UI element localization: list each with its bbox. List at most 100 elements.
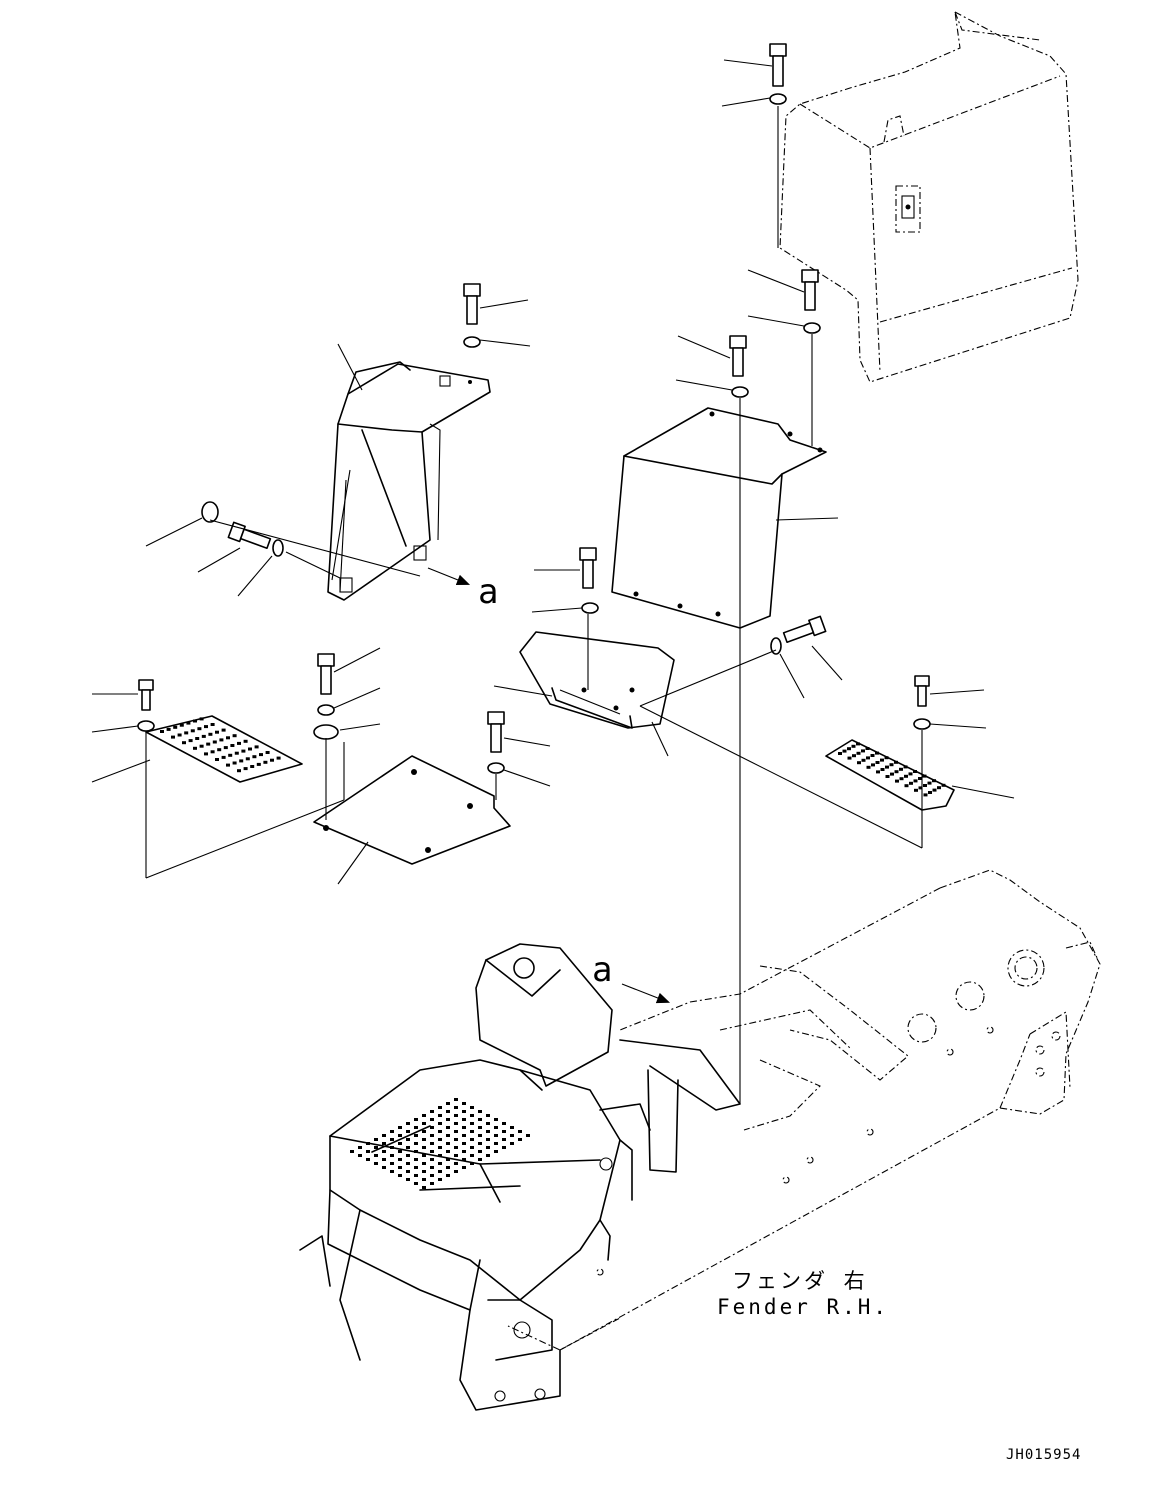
perforation-hole <box>223 746 228 750</box>
perforation-hole <box>438 1178 442 1181</box>
perforation-hole <box>226 763 230 767</box>
leader-lines <box>91 59 1015 885</box>
perforation-hole <box>263 760 268 764</box>
perforation-hole <box>856 751 861 755</box>
bracket-plate <box>519 631 675 729</box>
perforation-hole <box>851 744 856 748</box>
perforation-hole <box>852 754 856 758</box>
perforation-hole <box>918 786 923 790</box>
perforation-hole <box>438 1154 442 1157</box>
perforation-hole <box>894 760 898 764</box>
perforation-hole <box>866 765 871 769</box>
perforation-hole <box>430 1174 434 1177</box>
perforation-hole <box>193 719 197 723</box>
perforation-hole <box>245 757 250 761</box>
perforation-hole <box>885 775 890 778</box>
perforation-hole <box>166 727 171 731</box>
perforation-hole <box>486 1138 490 1141</box>
perforation-hole <box>870 754 875 757</box>
perforation-hole <box>941 783 946 787</box>
perforation-hole <box>462 1142 466 1145</box>
bolt <box>227 521 272 550</box>
perforation-hole <box>502 1138 506 1141</box>
perforation-hole <box>914 788 918 792</box>
perforation-hole <box>903 765 908 769</box>
perforation-hole <box>406 1122 410 1125</box>
perforation-hole <box>438 1170 442 1173</box>
perforation-hole <box>478 1110 482 1113</box>
perforation-hole <box>861 749 865 753</box>
perforation-hole <box>470 1130 474 1133</box>
perforation-hole <box>210 750 215 754</box>
perforation-hole <box>494 1126 498 1129</box>
perforation-hole <box>422 1178 426 1181</box>
perforation-hole <box>382 1166 386 1169</box>
perforation-hole <box>210 723 215 726</box>
perforation-hole <box>406 1154 410 1157</box>
perforation-hole <box>398 1150 402 1153</box>
perforation-hole <box>478 1142 482 1145</box>
perforation-hole <box>390 1138 394 1141</box>
perforation-hole <box>398 1142 402 1145</box>
view-label-assembly: a <box>592 950 613 990</box>
perforation-hole <box>454 1162 458 1165</box>
washer <box>770 637 782 655</box>
perforation-hole <box>406 1170 410 1173</box>
perforation-hole <box>422 1186 426 1189</box>
perforation-hole <box>414 1118 418 1121</box>
perforation-hole <box>462 1110 466 1113</box>
perforation-hole <box>374 1162 378 1165</box>
installation-lines <box>145 106 923 1104</box>
perforation-hole <box>875 751 879 755</box>
perforation-hole <box>390 1154 394 1157</box>
perforation-hole <box>199 744 204 748</box>
bolt <box>579 547 597 589</box>
perforation-hole <box>478 1150 482 1153</box>
perforation-hole <box>201 734 206 738</box>
perforation-hole <box>219 738 224 742</box>
perforation-hole <box>890 772 894 776</box>
perforation-hole <box>422 1154 426 1157</box>
perforation-hole <box>937 786 941 790</box>
perforation-hole <box>160 730 164 733</box>
perforation-hole <box>422 1138 426 1141</box>
perforation-hole <box>904 774 908 778</box>
perforation-hole <box>182 741 186 745</box>
perforation-hole <box>215 758 219 761</box>
perforation-hole <box>406 1130 410 1133</box>
perforation-hole <box>390 1162 394 1165</box>
perforation-hole <box>414 1166 418 1169</box>
perforation-hole <box>889 763 894 767</box>
perforation-hole <box>446 1166 450 1169</box>
perforation-hole <box>847 747 851 751</box>
perforation-hole <box>510 1134 514 1137</box>
washer <box>731 386 749 398</box>
left-step-plate <box>145 715 303 783</box>
perforation-hole <box>422 1146 426 1149</box>
washer <box>317 704 335 716</box>
perforation-hole <box>430 1142 434 1145</box>
perforation-hole <box>486 1130 490 1133</box>
perforation-hole <box>398 1158 402 1161</box>
perforation-hole <box>880 758 884 762</box>
perforation-hole <box>250 765 255 768</box>
perforation-hole <box>928 791 932 794</box>
perforation-hole <box>838 752 842 755</box>
perforation-hole <box>252 755 257 759</box>
perforation-hole <box>422 1122 426 1125</box>
perforation-hole <box>430 1166 434 1169</box>
perforation-hole <box>206 742 211 746</box>
perforation-hole <box>462 1134 466 1137</box>
perforation-hole <box>913 770 917 773</box>
perforation-hole <box>208 732 213 736</box>
perforation-hole <box>470 1122 474 1125</box>
perforation-hole <box>226 736 230 740</box>
perforation-hole <box>899 767 903 771</box>
perforation-hole <box>243 767 248 771</box>
perforation-hole <box>510 1142 514 1145</box>
washer <box>487 762 505 774</box>
perforation-hole <box>462 1150 466 1153</box>
perforation-hole <box>470 1154 474 1157</box>
perforation-hole <box>486 1154 490 1157</box>
perforation-hole <box>932 779 936 783</box>
